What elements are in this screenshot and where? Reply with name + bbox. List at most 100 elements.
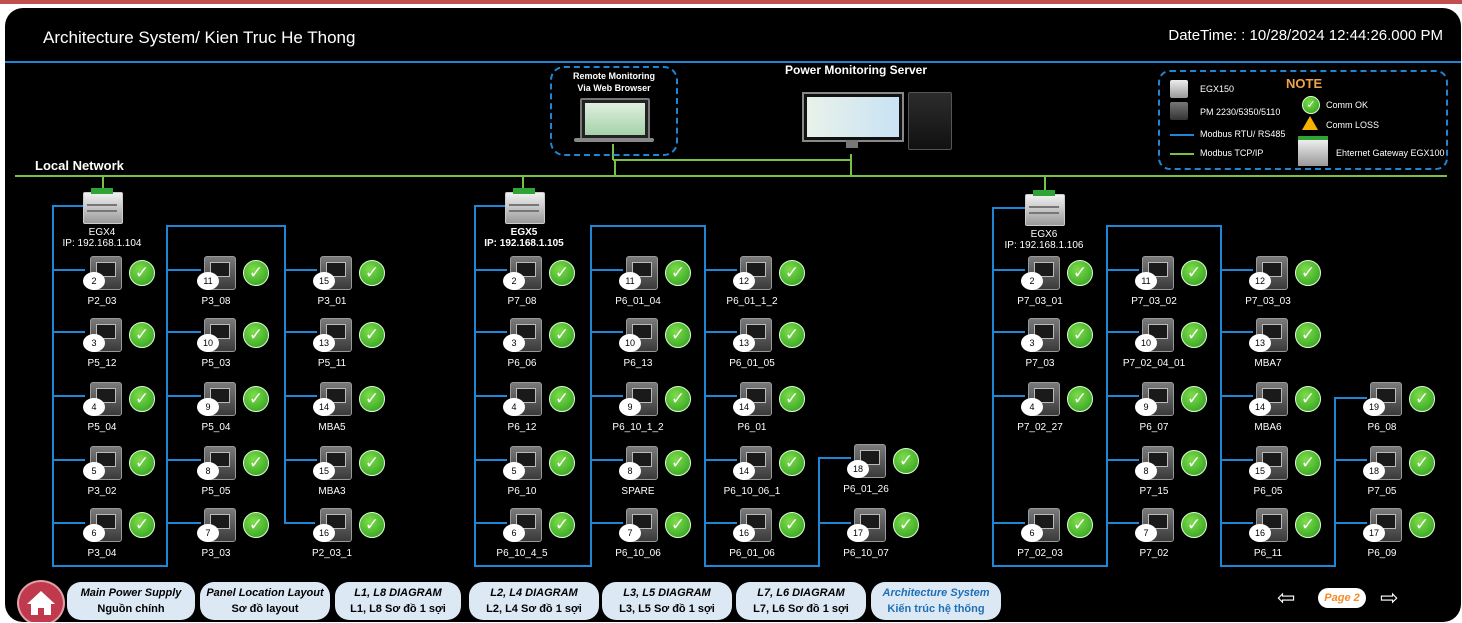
power-meter-device[interactable]: 5 — [83, 446, 122, 480]
power-meter-device[interactable]: 3 — [1021, 318, 1060, 352]
device-label: P6_10_07 — [843, 548, 889, 559]
power-meter-device[interactable]: 12 — [1249, 256, 1288, 290]
power-meter-device[interactable]: 19 — [1363, 382, 1402, 416]
gateway-ip: IP: 192.168.1.106 — [1004, 240, 1084, 251]
network-wiring — [15, 144, 1447, 567]
next-page-button[interactable]: ⇨ — [1380, 586, 1399, 611]
power-meter-device[interactable]: 5 — [503, 446, 542, 480]
power-meter-device[interactable]: 16 — [1249, 508, 1288, 542]
power-meter-device[interactable]: 13 — [733, 318, 772, 352]
power-meter-device[interactable]: 7 — [1135, 508, 1174, 542]
check-icon: ✓ — [1067, 260, 1093, 286]
check-icon: ✓ — [129, 386, 155, 412]
device-label: P7_02_04_01 — [1122, 358, 1186, 369]
power-meter-device[interactable]: 3 — [503, 318, 542, 352]
check-icon: ✓ — [779, 450, 805, 476]
power-meter-device[interactable]: 14 — [733, 382, 772, 416]
datetime-readout: DateTime: : 10/28/2024 12:44:26.000 PM — [1168, 27, 1443, 44]
power-meter-device[interactable]: 9 — [1135, 382, 1174, 416]
remote-monitoring-box[interactable]: Remote Monitoring Via Web Browser — [550, 66, 678, 156]
device-id-badge: 12 — [733, 272, 755, 290]
page-indicator: Page 2 — [1318, 588, 1366, 608]
power-meter-device[interactable]: 18 — [847, 444, 886, 478]
power-meter-device[interactable]: 11 — [197, 256, 236, 290]
web-browser-label: Via Web Browser — [577, 83, 651, 93]
power-meter-device[interactable]: 8 — [1135, 446, 1174, 480]
nav-label: Panel Location Layout — [206, 587, 324, 599]
power-meter-device[interactable]: 10 — [1135, 318, 1174, 352]
device-id-badge: 16 — [313, 524, 335, 542]
device-id-badge: 8 — [197, 462, 219, 480]
power-meter-device[interactable]: 9 — [197, 382, 236, 416]
power-meter-device[interactable]: 10 — [197, 318, 236, 352]
local-network-label: Local Network — [35, 158, 124, 173]
power-meter-device[interactable]: 6 — [83, 508, 122, 542]
power-meter-device[interactable]: 17 — [847, 508, 886, 542]
power-meter-device[interactable]: 6 — [503, 508, 542, 542]
gateway-ip: IP: 192.168.1.104 — [62, 238, 142, 249]
nav-sublabel: L7, L6 Sơ đồ 1 sợi — [753, 603, 849, 615]
power-meter-device[interactable]: 18 — [1363, 446, 1402, 480]
device-id-badge: 6 — [503, 524, 525, 542]
power-meter-device[interactable]: 14 — [1249, 382, 1288, 416]
power-meter-device[interactable]: 8 — [619, 446, 658, 480]
power-meter-device[interactable]: 13 — [313, 318, 352, 352]
power-meter-device[interactable]: 15 — [313, 446, 352, 480]
device-label: P5_03 — [201, 358, 231, 369]
power-meter-device[interactable]: 3 — [83, 318, 122, 352]
power-meter-device[interactable]: 4 — [503, 382, 542, 416]
device-label: P5_04 — [87, 422, 117, 433]
device-label: P7_02_27 — [1017, 422, 1063, 433]
power-meter-device[interactable]: 2 — [503, 256, 542, 290]
power-meter-device[interactable]: 4 — [1021, 382, 1060, 416]
nav-label: L3, L5 DIAGRAM — [623, 587, 711, 599]
server-monitor-icon[interactable] — [802, 92, 904, 152]
gateway-egx5[interactable] — [505, 188, 545, 224]
power-meter-device[interactable]: 7 — [197, 508, 236, 542]
power-meter-device[interactable]: 15 — [313, 256, 352, 290]
prev-page-button[interactable]: ⇦ — [1277, 586, 1296, 611]
gateway-egx4[interactable] — [83, 188, 123, 224]
power-meter-device[interactable]: 15 — [1249, 446, 1288, 480]
check-icon: ✓ — [1181, 450, 1207, 476]
device-label: P2_03_1 — [311, 548, 353, 559]
power-meter-device[interactable]: 16 — [733, 508, 772, 542]
device-id-badge: 3 — [1021, 334, 1043, 352]
home-button[interactable] — [17, 580, 65, 622]
power-meter-device[interactable]: 2 — [1021, 256, 1060, 290]
device-label: P6_06 — [507, 358, 537, 369]
power-meter-device[interactable]: 10 — [619, 318, 658, 352]
power-meter-device[interactable]: 7 — [619, 508, 658, 542]
gateway-egx6[interactable] — [1025, 190, 1065, 226]
power-meter-device[interactable]: 2 — [83, 256, 122, 290]
power-meter-device[interactable]: 17 — [1363, 508, 1402, 542]
power-meter-device[interactable]: 12 — [733, 256, 772, 290]
power-meter-device[interactable]: 11 — [619, 256, 658, 290]
device-label: P6_01_06 — [729, 548, 775, 559]
rs485-legend-line — [1170, 134, 1194, 136]
remote-monitoring-label: Remote Monitoring — [573, 71, 655, 81]
power-meter-device[interactable]: 13 — [1249, 318, 1288, 352]
device-id-badge: 8 — [619, 462, 641, 480]
check-icon: ✓ — [779, 322, 805, 348]
device-id-badge: 18 — [847, 460, 869, 478]
gateway-egx5-label: EGX5 IP: 192.168.1.105 — [459, 227, 589, 249]
power-meter-device[interactable]: 6 — [1021, 508, 1060, 542]
power-meter-device[interactable]: 14 — [313, 382, 352, 416]
power-meter-device[interactable]: 16 — [313, 508, 352, 542]
power-meter-device[interactable]: 11 — [1135, 256, 1174, 290]
device-id-badge: 10 — [197, 334, 219, 352]
power-meter-device[interactable]: 14 — [733, 446, 772, 480]
power-meter-device[interactable]: 4 — [83, 382, 122, 416]
power-meter-device[interactable]: 9 — [619, 382, 658, 416]
power-meter-device[interactable]: 8 — [197, 446, 236, 480]
device-label: P6_13 — [623, 358, 653, 369]
check-icon: ✓ — [893, 448, 919, 474]
